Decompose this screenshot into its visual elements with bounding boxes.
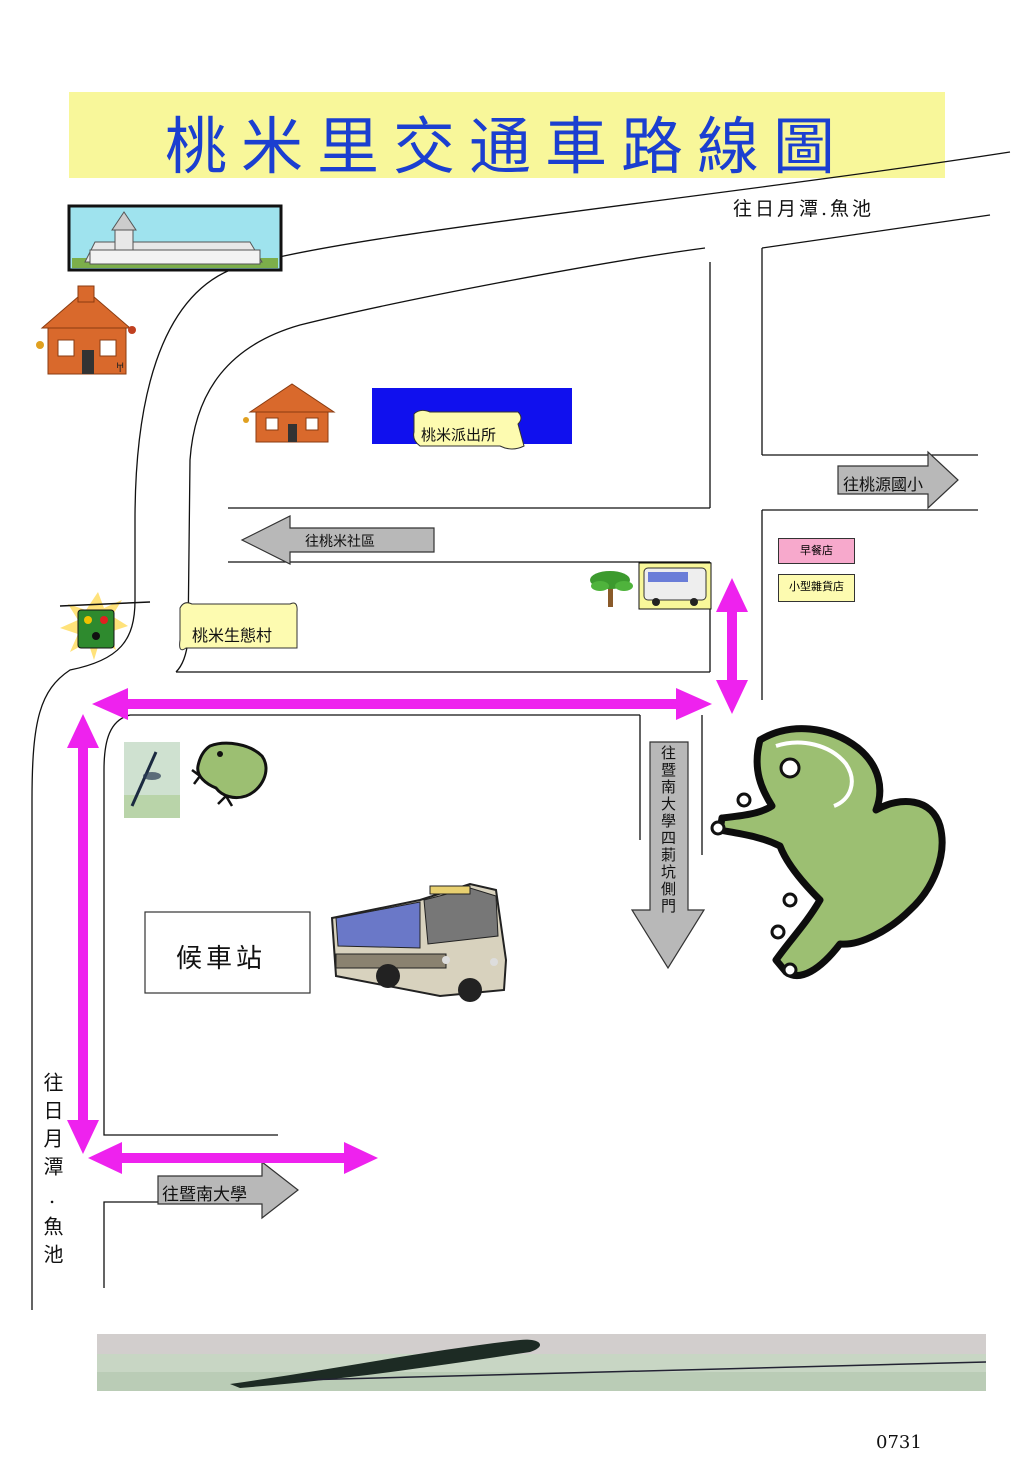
breakfast-shop-label: 早餐店 — [800, 544, 833, 557]
church-icon — [67, 204, 283, 272]
title-banner — [69, 92, 945, 178]
breakfast-shop-sign: 早餐店 — [778, 538, 855, 564]
tree-icon — [590, 571, 633, 607]
route-arrow-vertical-left — [67, 714, 99, 1154]
grocery-shop-sign: 小型雜貨店 — [778, 574, 855, 602]
page-title: 桃米里交通車路線圖 — [164, 110, 849, 183]
schoolhouse-icon: 𐀀 — [36, 285, 136, 375]
frog-icon — [191, 741, 268, 807]
grocery-shop-label: 小型雜貨店 — [789, 580, 844, 593]
label-to-jinan-side-gate: 往暨南大學四莿坑側門 — [659, 745, 677, 915]
traffic-light-icon — [59, 592, 151, 660]
label-to-jinan-university: 往暨南大學 — [162, 1185, 247, 1205]
eco-village-scroll — [179, 602, 298, 651]
label-to-sun-moon-lake-top: 往日月潭.魚池 — [733, 198, 875, 220]
label-to-sun-moon-lake-left: 往日月潭.魚池 — [40, 1072, 64, 1272]
route-arrow-horizontal-bottom — [88, 1142, 378, 1174]
page-number: 0731 — [876, 1432, 922, 1453]
schoolhouse-icon — [243, 383, 336, 443]
label-eco-village: 桃米生態村 — [192, 626, 273, 645]
police-scroll — [413, 409, 525, 450]
route-arrows — [67, 578, 748, 1174]
arrow-to-taomi — [240, 515, 435, 565]
road-east-top — [761, 214, 991, 249]
svg-text:𐀀: 𐀀 — [116, 361, 124, 375]
label-to-taoyuan-school: 往桃源國小 — [843, 475, 924, 494]
label-bus-stop: 候車站 — [176, 944, 267, 974]
label-to-taomi-community: 往桃米社區 — [305, 534, 375, 550]
arrow-to-jinan — [157, 1160, 299, 1220]
dragonfly-icon — [124, 742, 180, 818]
label-police-station: 桃米派出所 — [421, 426, 497, 444]
bus-icon — [638, 562, 712, 610]
direction-arrows — [157, 450, 959, 1220]
bus-stop-box — [144, 911, 311, 994]
frog-icon — [710, 725, 946, 979]
arrow-to-jinan-side — [630, 741, 706, 970]
route-arrow-horizontal-top — [92, 688, 712, 720]
roads — [31, 151, 1011, 1310]
bus-icon — [330, 882, 508, 1002]
outer-main-road — [31, 151, 1011, 1310]
arrow-to-taoyuan — [837, 450, 959, 510]
damselfly-banner-icon — [97, 1334, 987, 1391]
route-arrow-vertical-right — [716, 578, 748, 714]
